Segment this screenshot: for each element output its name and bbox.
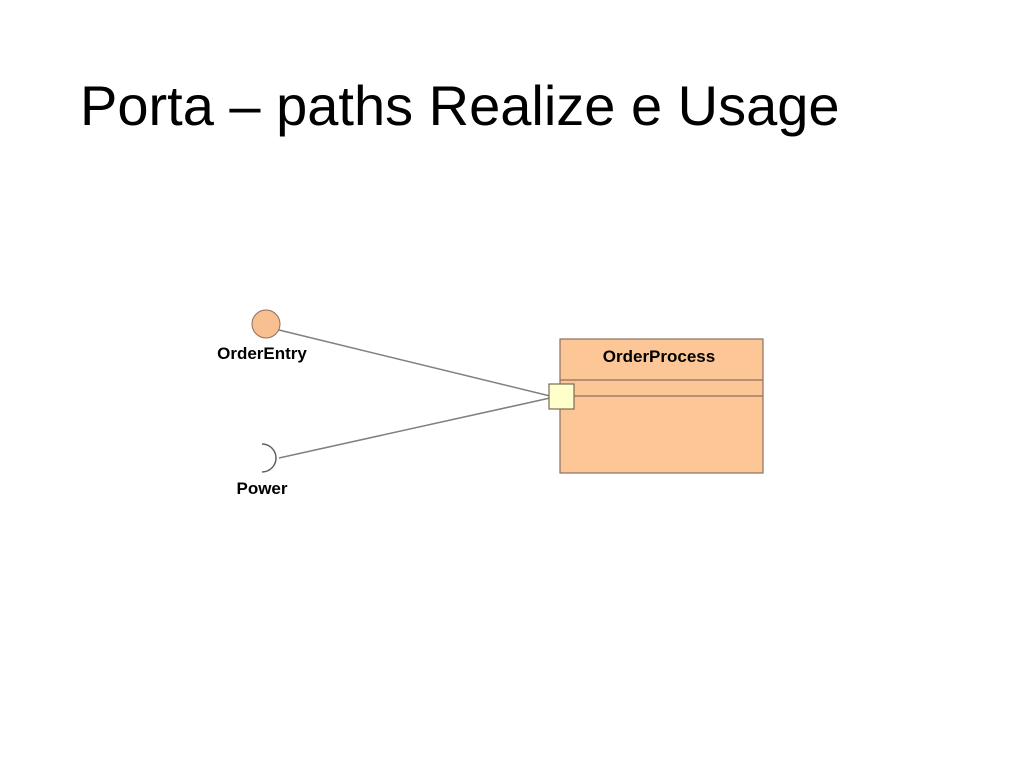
socket-interface-icon[interactable] <box>261 443 277 473</box>
required-interface-label: Power <box>236 479 287 498</box>
component-order-process[interactable]: OrderProcess <box>559 338 764 474</box>
component-box <box>559 338 764 474</box>
usage-connector <box>278 397 551 459</box>
component-name: OrderProcess <box>603 347 715 366</box>
realize-connector <box>278 329 551 397</box>
provided-interface-label: OrderEntry <box>217 344 307 363</box>
lollipop-interface-icon[interactable] <box>251 309 281 339</box>
port-square-icon[interactable] <box>548 383 575 410</box>
slide-title: Porta – paths Realize e Usage <box>80 74 840 137</box>
